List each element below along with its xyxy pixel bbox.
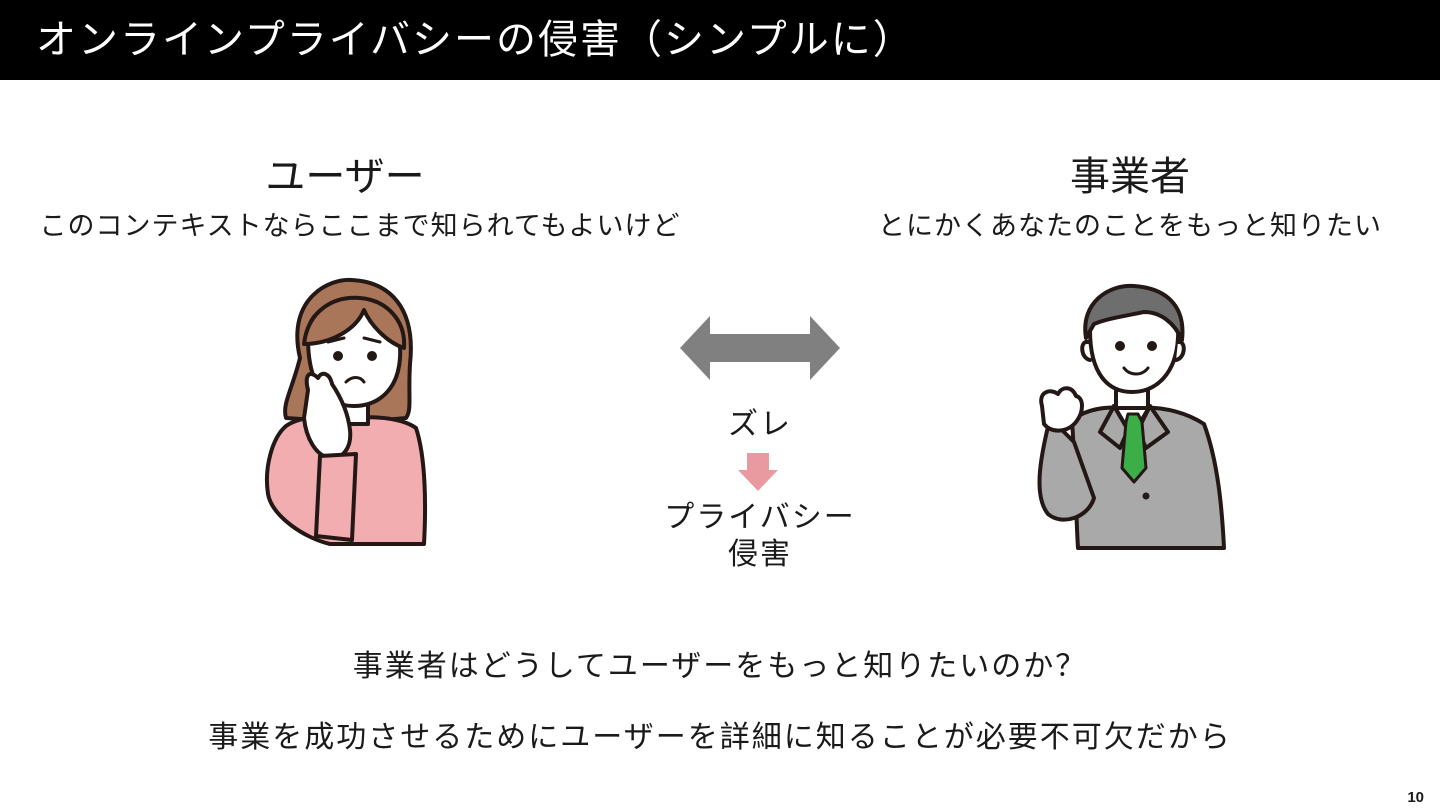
business-heading: 事業者 — [1070, 154, 1190, 200]
down-arrow-icon — [738, 453, 778, 491]
user-caption: このコンテキストならここまで知られてもよいけど — [39, 211, 681, 242]
man-illustration — [1037, 283, 1226, 550]
page-number: 10 — [1407, 789, 1424, 806]
double-arrow-icon — [680, 316, 840, 380]
gap-label: ズレ — [728, 407, 792, 442]
result-line-1: プライバシー — [664, 500, 856, 535]
title-bar: オンラインプライバシーの侵害（シンプルに） — [0, 0, 1440, 80]
slide-title: オンラインプライバシーの侵害（シンプルに） — [36, 17, 915, 63]
business-caption: とにかくあなたのことをもっと知りたい — [878, 211, 1382, 242]
woman-illustration — [265, 277, 428, 546]
result-line-2: 侵害 — [728, 537, 792, 572]
bottom-question: 事業者はどうしてユーザーをもっと知りたいのか？ — [352, 649, 1088, 684]
bottom-answer: 事業を成功させるためにユーザーを詳細に知ることが必要不可欠だから — [208, 720, 1232, 755]
user-heading: ユーザー — [265, 154, 425, 200]
